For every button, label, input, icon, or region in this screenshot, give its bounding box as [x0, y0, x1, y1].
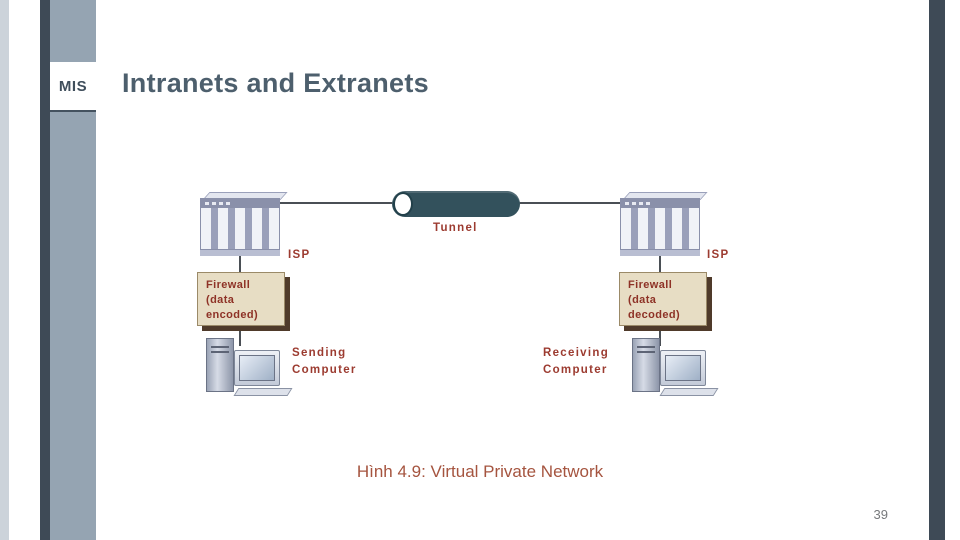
server-columns	[200, 208, 280, 250]
computer-icon-left	[206, 338, 301, 398]
isp-label-right: ISP	[707, 249, 730, 261]
tower-icon	[206, 338, 234, 392]
line-rightserver-to-firewall	[659, 256, 661, 272]
server-base	[620, 249, 700, 256]
isp-server-icon-left	[200, 192, 288, 256]
tunnel-mouth-icon	[393, 192, 413, 216]
line-leftserver-to-tunnel	[278, 202, 396, 204]
page-number: 39	[873, 507, 888, 522]
line-tunnel-to-rightserver	[518, 202, 622, 204]
monitor-icon	[234, 350, 280, 386]
page-title: Intranets and Extranets	[122, 68, 429, 98]
tunnel-shape	[392, 191, 520, 217]
monitor-icon	[660, 350, 706, 386]
line-rightfirewall-to-computer	[659, 324, 661, 346]
server-columns	[620, 208, 700, 250]
mis-logo: MIS	[50, 62, 96, 112]
server-base	[200, 249, 280, 256]
right-dark-bar	[929, 0, 945, 540]
server-vent-band	[620, 198, 700, 208]
firewall-box-right: Firewall (data decoded)	[619, 272, 707, 326]
keyboard-icon	[233, 388, 293, 396]
figure-caption: Hình 4.9: Virtual Private Network	[356, 462, 604, 481]
isp-label-left: ISP	[288, 249, 311, 261]
screen	[665, 355, 701, 381]
screen	[239, 355, 275, 381]
line-leftserver-to-firewall	[239, 256, 241, 272]
left-dark-bar	[40, 0, 50, 540]
server-vent-band	[200, 198, 280, 208]
left-edge-strip	[0, 0, 9, 540]
tower-icon	[632, 338, 660, 392]
firewall-box-left: Firewall (data encoded)	[197, 272, 285, 326]
line-leftfirewall-to-computer	[239, 324, 241, 346]
sending-computer-label: Sending Computer	[292, 347, 357, 377]
isp-server-icon-right	[620, 192, 708, 256]
computer-icon-right	[632, 338, 727, 398]
keyboard-icon	[659, 388, 719, 396]
tunnel-label: Tunnel	[433, 222, 478, 234]
receiving-computer-label: Receiving Computer	[543, 347, 610, 377]
